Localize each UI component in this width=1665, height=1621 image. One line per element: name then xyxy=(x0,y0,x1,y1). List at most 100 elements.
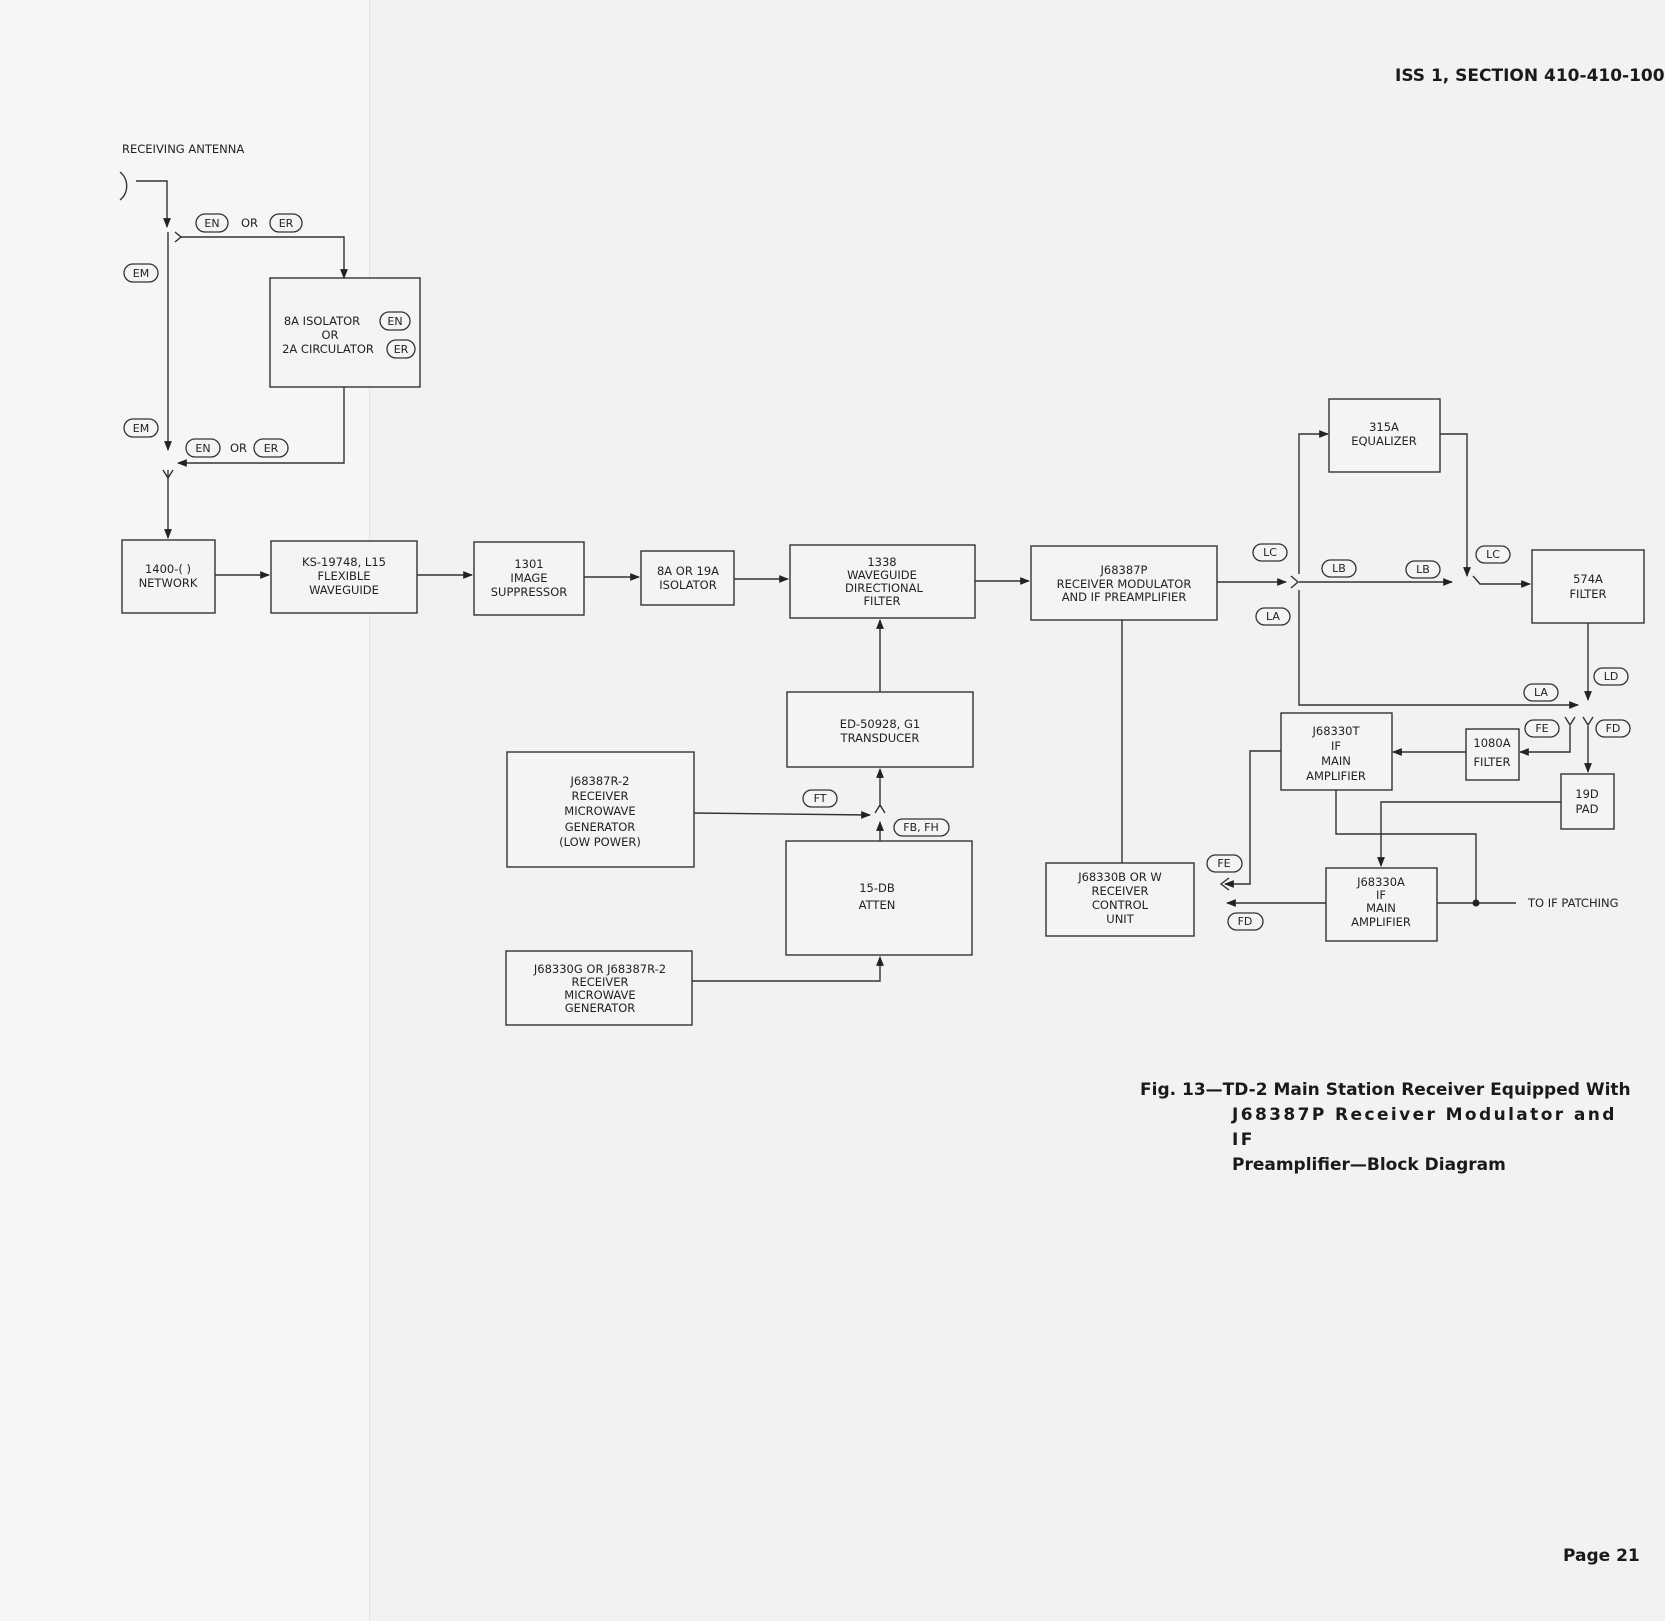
tag-fb-fh: FB, FH xyxy=(893,818,950,837)
svg-text:KS-19748, L15: KS-19748, L15 xyxy=(302,555,386,569)
block-network: 1400-( ) NETWORK xyxy=(121,539,216,614)
tag-er-top: ER xyxy=(269,213,303,233)
svg-text:1301: 1301 xyxy=(514,557,543,571)
block-19d-pad: 19D PAD xyxy=(1560,773,1615,830)
svg-text:UNIT: UNIT xyxy=(1106,912,1134,926)
svg-text:EQUALIZER: EQUALIZER xyxy=(1351,434,1417,448)
svg-text:PAD: PAD xyxy=(1576,802,1599,816)
tag-la-left: LA xyxy=(1255,607,1291,626)
block-if-main-amp-t: J68330T IF MAIN AMPLIFIER xyxy=(1280,712,1393,791)
svg-text:LA: LA xyxy=(1266,610,1280,623)
block-if-main-amp-a: J68330A IF MAIN AMPLIFIER xyxy=(1325,867,1438,942)
caption-line-2: J68387P Receiver Modulator and IF xyxy=(1232,1105,1617,1150)
svg-text:FILTER: FILTER xyxy=(1569,587,1606,601)
svg-text:LB: LB xyxy=(1332,562,1346,575)
svg-text:IMAGE: IMAGE xyxy=(510,571,547,585)
svg-text:19D: 19D xyxy=(1575,787,1599,801)
block-control-unit: J68330B OR W RECEIVER CONTROL UNIT xyxy=(1045,862,1195,937)
block-isolator-8a-19a: 8A OR 19A ISOLATOR xyxy=(640,550,735,606)
svg-text:J68387P: J68387P xyxy=(1100,563,1148,577)
caption-line-3: Preamplifier—Block Diagram xyxy=(1232,1155,1506,1175)
svg-text:MAIN: MAIN xyxy=(1366,901,1396,915)
svg-text:RECEIVER: RECEIVER xyxy=(571,789,628,803)
svg-text:ED-50928, G1: ED-50928, G1 xyxy=(840,717,920,731)
svg-text:1080A: 1080A xyxy=(1473,736,1510,750)
svg-text:EM: EM xyxy=(133,422,149,435)
tag-fe-lower: FE xyxy=(1206,854,1243,873)
or-label: OR xyxy=(241,216,258,230)
caption-line-1: Fig. 13—TD-2 Main Station Receiver Equip… xyxy=(1140,1080,1631,1100)
block-mw-generator-low-power: J68387R-2 RECEIVER MICROWAVE GENERATOR (… xyxy=(506,751,695,868)
svg-text:LB: LB xyxy=(1416,563,1430,576)
svg-text:FE: FE xyxy=(1535,722,1548,735)
svg-text:ER: ER xyxy=(264,442,279,455)
svg-text:WAVEGUIDE: WAVEGUIDE xyxy=(847,568,917,582)
tag-en-bottom: EN xyxy=(185,438,221,458)
svg-text:ISOLATOR: ISOLATOR xyxy=(659,578,716,592)
block-atten: 15-DB ATTEN xyxy=(785,840,973,956)
svg-text:AND IF PREAMPLIFIER: AND IF PREAMPLIFIER xyxy=(1062,590,1187,604)
svg-text:TRANSDUCER: TRANSDUCER xyxy=(840,731,920,745)
tag-lc-left: LC xyxy=(1252,543,1288,562)
tag-em-bottom: EM xyxy=(123,418,159,438)
svg-text:AMPLIFIER: AMPLIFIER xyxy=(1351,915,1411,929)
svg-text:ER: ER xyxy=(279,217,294,230)
svg-text:NETWORK: NETWORK xyxy=(139,576,198,590)
left-page-sheet xyxy=(0,0,370,1621)
svg-text:EN: EN xyxy=(387,315,402,328)
svg-text:LC: LC xyxy=(1263,546,1277,559)
block-1080a-filter: 1080A FILTER xyxy=(1465,728,1520,781)
svg-text:574A: 574A xyxy=(1573,572,1603,586)
page-number: Page 21 xyxy=(1563,1546,1640,1566)
svg-text:RECEIVER: RECEIVER xyxy=(571,975,628,989)
svg-text:ER: ER xyxy=(394,343,409,356)
svg-text:MAIN: MAIN xyxy=(1321,754,1351,768)
block-transducer: ED-50928, G1 TRANSDUCER xyxy=(786,691,974,768)
svg-text:SUPPRESSOR: SUPPRESSOR xyxy=(491,585,568,599)
tag-fd-lower: FD xyxy=(1227,912,1264,931)
svg-text:LA: LA xyxy=(1534,686,1548,699)
tag-fe-right: FE xyxy=(1524,719,1560,738)
block-isolator-circulator: 8A ISOLATOR OR 2A CIRCULATOR EN ER xyxy=(269,277,421,388)
or-label: OR xyxy=(230,441,247,455)
svg-text:J68330T: J68330T xyxy=(1312,724,1361,738)
svg-text:(LOW POWER): (LOW POWER) xyxy=(559,835,641,849)
svg-text:MICROWAVE: MICROWAVE xyxy=(564,988,635,1002)
svg-text:ATTEN: ATTEN xyxy=(859,898,896,912)
block-equalizer: 315A EQUALIZER xyxy=(1328,398,1441,473)
antenna-icon xyxy=(119,171,128,201)
svg-text:WAVEGUIDE: WAVEGUIDE xyxy=(309,583,379,597)
svg-text:315A: 315A xyxy=(1369,420,1399,434)
tag-lb-right: LB xyxy=(1405,560,1441,579)
figure-caption: Fig. 13—TD-2 Main Station Receiver Equip… xyxy=(1140,1078,1640,1178)
svg-text:CONTROL: CONTROL xyxy=(1092,898,1149,912)
svg-text:IF: IF xyxy=(1376,888,1386,902)
tag-er-bottom: ER xyxy=(253,438,289,458)
block-directional-filter: 1338 WAVEGUIDE DIRECTIONAL FILTER xyxy=(789,544,976,619)
tag-ft: FT xyxy=(802,789,838,808)
tag-lb-left: LB xyxy=(1321,559,1357,578)
svg-text:DIRECTIONAL: DIRECTIONAL xyxy=(845,581,923,595)
svg-text:FT: FT xyxy=(814,792,827,805)
svg-text:8A ISOLATOR: 8A ISOLATOR xyxy=(284,314,360,328)
to-if-patching-label: TO IF PATCHING xyxy=(1527,896,1619,910)
svg-text:EN: EN xyxy=(204,217,219,230)
svg-text:EM: EM xyxy=(133,267,149,280)
block-receiver-modulator: J68387P RECEIVER MODULATOR AND IF PREAMP… xyxy=(1030,545,1218,621)
svg-text:8A OR 19A: 8A OR 19A xyxy=(657,564,719,578)
antenna-label: RECEIVING ANTENNA xyxy=(122,142,244,156)
section-header: ISS 1, SECTION 410-410-100 xyxy=(1395,66,1665,86)
svg-text:RECEIVER MODULATOR: RECEIVER MODULATOR xyxy=(1057,577,1192,591)
tag-ld: LD xyxy=(1593,667,1629,686)
block-flexible-waveguide: KS-19748, L15 FLEXIBLE WAVEGUIDE xyxy=(270,540,418,614)
svg-text:LD: LD xyxy=(1604,670,1619,683)
svg-text:FD: FD xyxy=(1606,722,1621,735)
svg-text:GENERATOR: GENERATOR xyxy=(565,820,636,834)
svg-text:FD: FD xyxy=(1238,915,1253,928)
svg-text:1338: 1338 xyxy=(867,555,896,569)
svg-text:IF: IF xyxy=(1331,739,1341,753)
svg-text:RECEIVER: RECEIVER xyxy=(1091,884,1148,898)
svg-text:1400-( ): 1400-( ) xyxy=(145,562,191,576)
svg-text:15-DB: 15-DB xyxy=(859,881,895,895)
